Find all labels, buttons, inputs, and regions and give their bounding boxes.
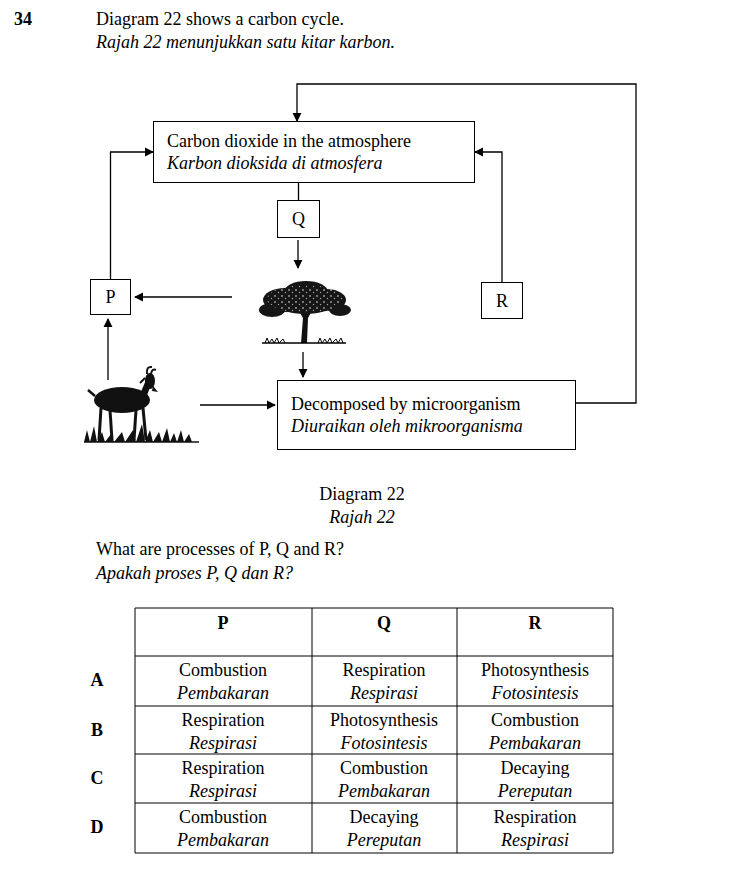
table-cell: Pembakaran	[177, 682, 269, 704]
box-text-malay: Karbon dioksida di atmosfera	[167, 152, 461, 174]
cycle-arrow	[475, 152, 502, 282]
table-cell: Pembakaran	[177, 829, 269, 851]
table-cell: Respirasi	[501, 829, 569, 851]
cycle-arrow	[298, 183, 299, 200]
option-letter: C	[91, 767, 104, 789]
column-heading: Q	[377, 612, 391, 634]
table-cell: Decaying	[501, 757, 570, 779]
table-cell: Combustion	[179, 659, 267, 681]
process-box: Q	[277, 200, 320, 238]
process-box: R	[481, 282, 523, 319]
table-cell: Respirasi	[189, 780, 257, 802]
table-cell: Photosynthesis	[330, 709, 438, 731]
column-heading: P	[218, 612, 229, 634]
option-letter: D	[91, 816, 104, 838]
box-text: Carbon dioxide in the atmosphere	[167, 130, 461, 152]
column-heading: R	[529, 612, 542, 634]
table-cell: Pereputan	[347, 829, 421, 851]
question-text: Diagram 22 shows a carbon cycle.	[96, 8, 344, 30]
question-text-malay: Rajah 22 menunjukkan satu kitar karbon.	[96, 31, 395, 53]
table-cell: Pembakaran	[489, 732, 581, 754]
box-text-malay: Diuraikan oleh mikroorganisma	[291, 415, 562, 437]
table-cell: Pembakaran	[338, 780, 430, 802]
option-letter: A	[91, 669, 104, 691]
table-cell: Respirasi	[350, 682, 418, 704]
diagram-caption-malay: Rajah 22	[329, 506, 395, 528]
cycle-arrow	[111, 152, 154, 279]
atmosphere-box: Carbon dioxide in the atmosphereKarbon d…	[153, 121, 475, 183]
box-text: Decomposed by microorganism	[291, 393, 562, 415]
box-text: Q	[286, 208, 311, 230]
process-box: P	[90, 279, 131, 315]
decomposer-box: Decomposed by microorganismDiuraikan ole…	[277, 380, 576, 450]
box-text: P	[99, 286, 122, 308]
table-cell: Decaying	[350, 806, 419, 828]
table-cell: Pereputan	[498, 780, 572, 802]
table-cell: Photosynthesis	[481, 659, 589, 681]
tree-picture	[259, 281, 351, 343]
answer-table-grid	[135, 608, 613, 853]
table-cell: Respiration	[343, 659, 426, 681]
option-letter: B	[91, 719, 103, 741]
box-text: R	[490, 290, 514, 312]
table-cell: Fotosintesis	[491, 682, 578, 704]
table-cell: Respirasi	[189, 732, 257, 754]
question-number: 34	[14, 8, 32, 30]
table-cell: Respiration	[182, 709, 265, 731]
question-text-malay: Apakah proses P, Q dan R?	[96, 562, 293, 584]
table-cell: Combustion	[491, 709, 579, 731]
table-cell: Respiration	[182, 757, 265, 779]
table-cell: Respiration	[494, 806, 577, 828]
question-text: What are processes of P, Q and R?	[96, 538, 344, 560]
table-cell: Fotosintesis	[340, 732, 427, 754]
table-cell: Combustion	[340, 757, 428, 779]
diagram-caption: Diagram 22	[319, 483, 404, 505]
picture-arrows	[108, 240, 303, 405]
goat-picture	[84, 367, 199, 442]
table-cell: Combustion	[179, 806, 267, 828]
